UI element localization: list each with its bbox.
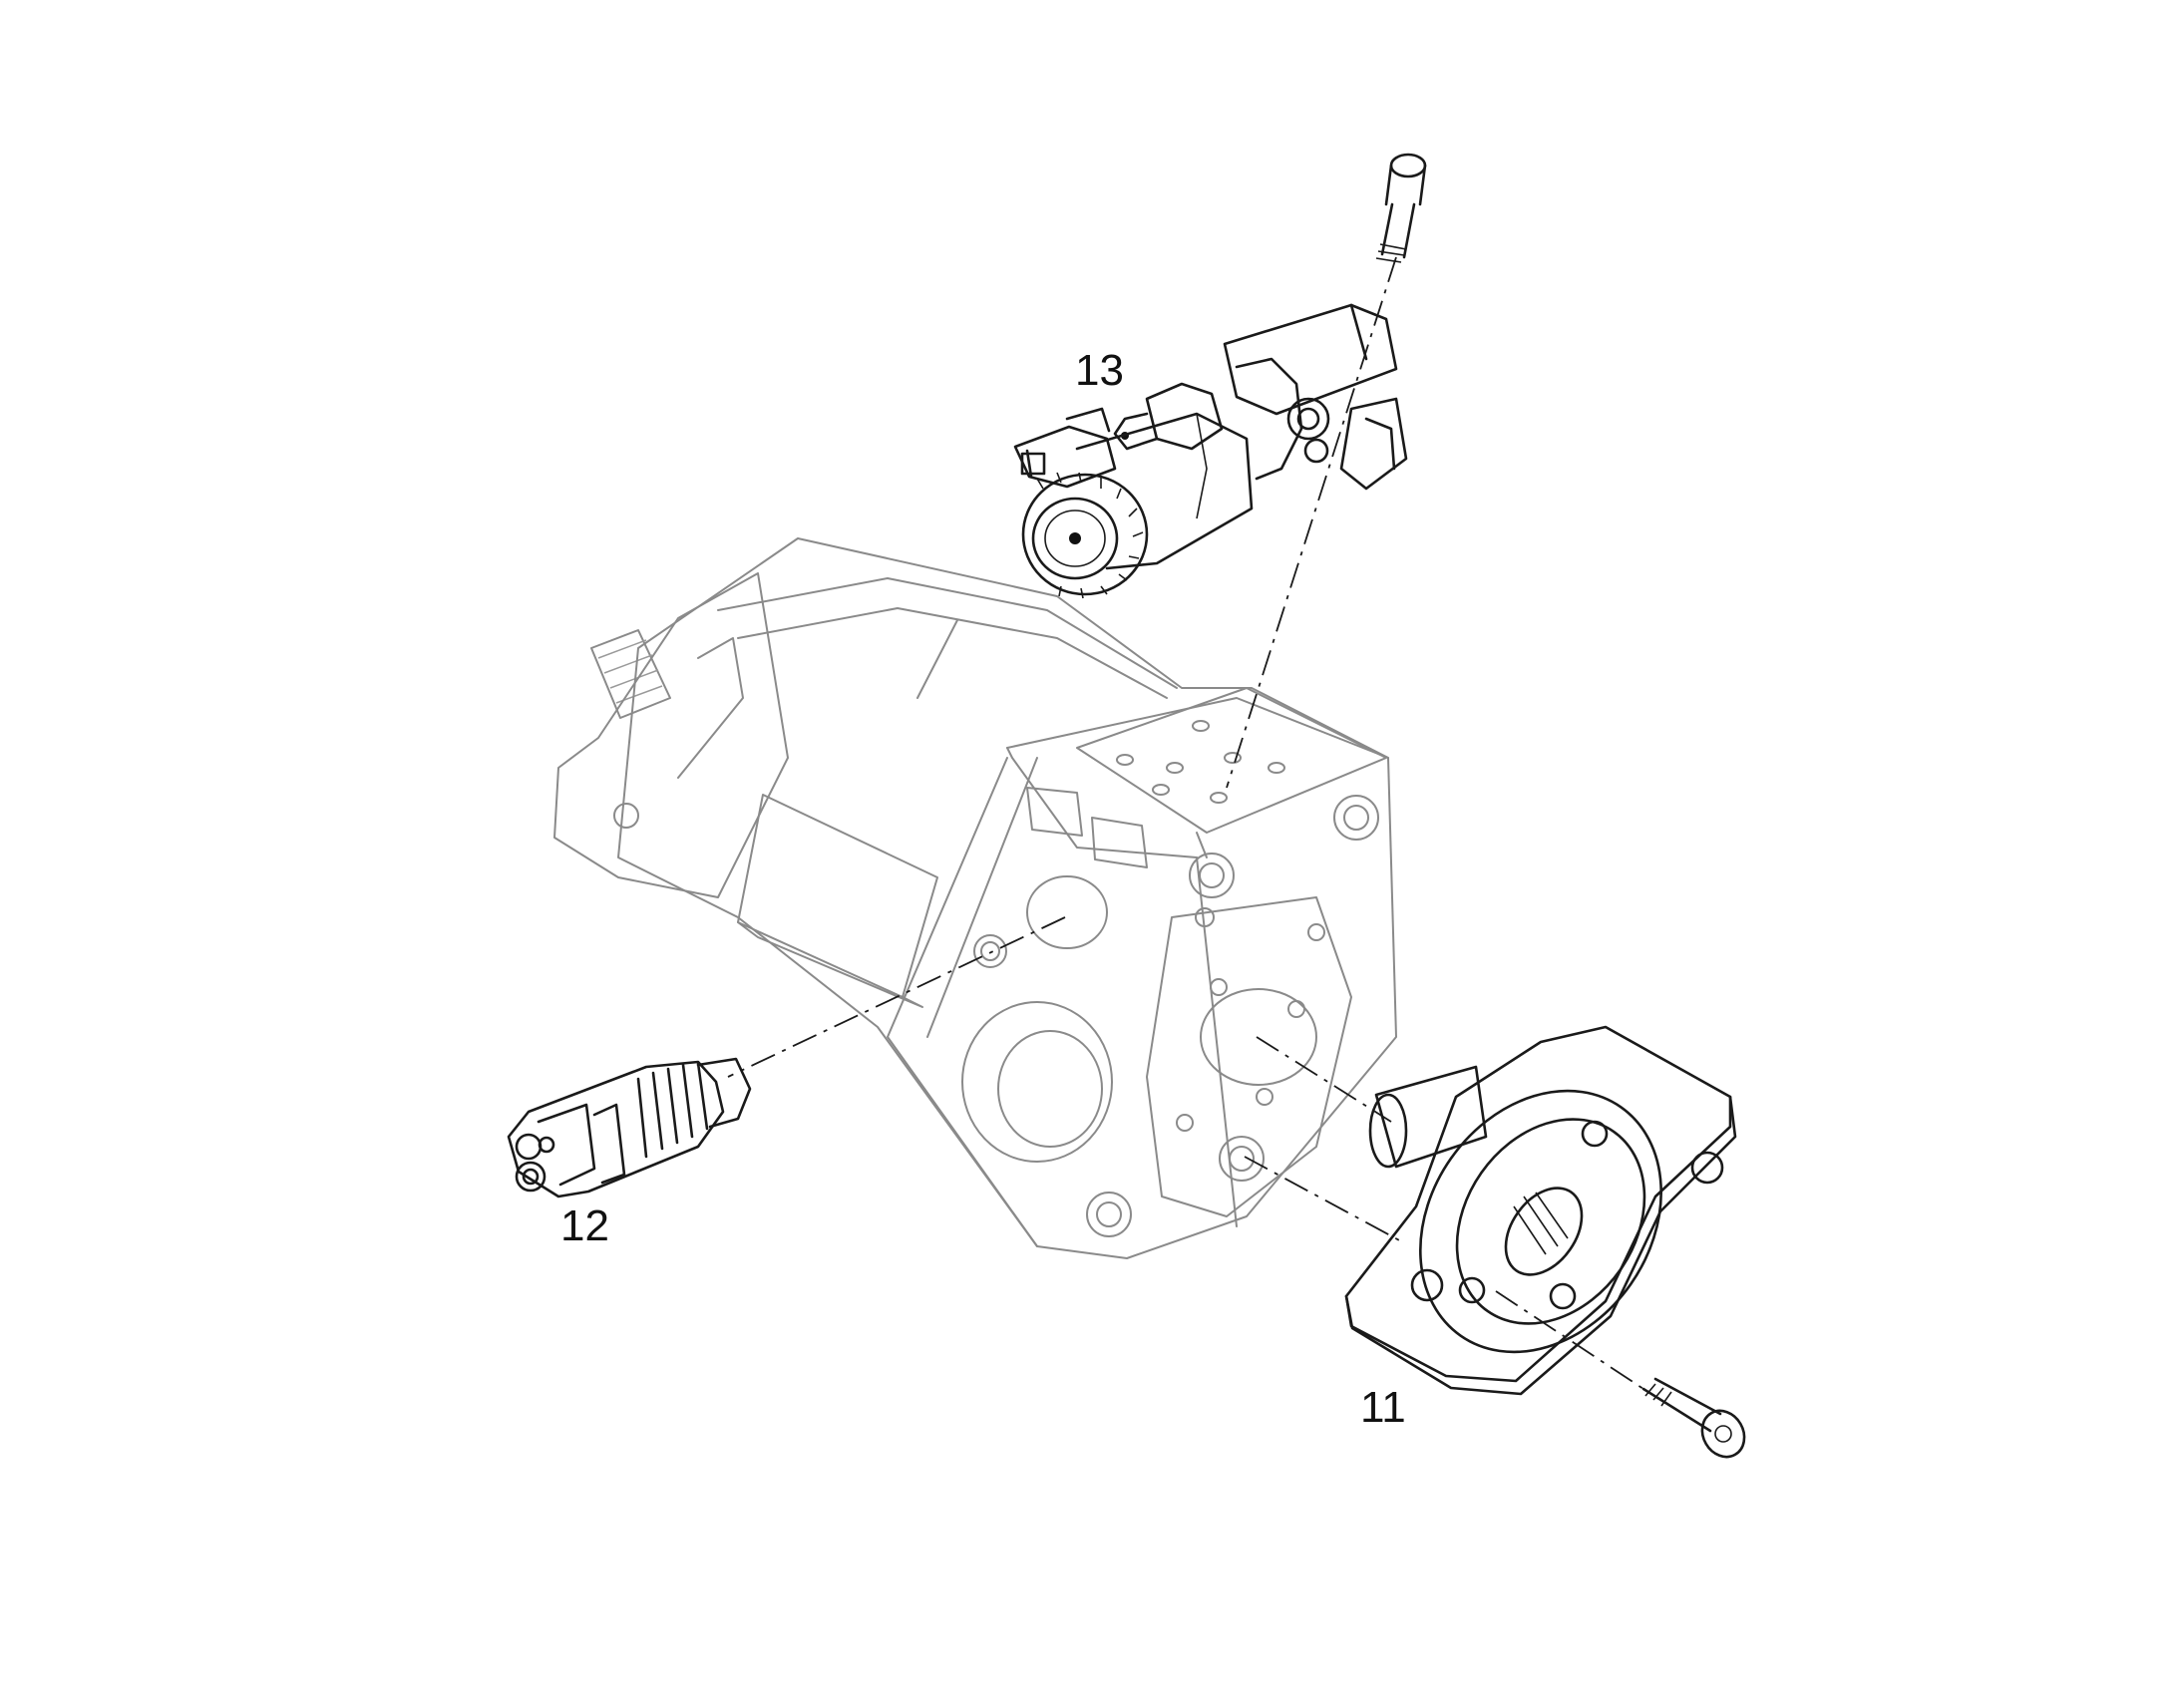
pump-housing bbox=[553, 537, 1397, 1259]
callout-13: 13 bbox=[1075, 346, 1124, 395]
adapter-flange-part-11 bbox=[1344, 1025, 1746, 1459]
assembly-axes bbox=[727, 256, 1644, 1390]
valve-bolt bbox=[1375, 153, 1427, 263]
port-holes bbox=[1116, 720, 1285, 804]
solenoid-valve-part-13 bbox=[1013, 153, 1427, 599]
coil-cap bbox=[1021, 472, 1149, 599]
flange-bolt bbox=[1641, 1377, 1746, 1459]
cartridge-valve-part-12 bbox=[507, 1057, 752, 1198]
electrical-plug bbox=[1013, 407, 1117, 489]
callout-11: 11 bbox=[1360, 1383, 1406, 1432]
housing-bolts bbox=[1086, 795, 1379, 1237]
drive-shaft bbox=[590, 629, 671, 719]
cartridge-rings bbox=[636, 1061, 709, 1159]
callout-12: 12 bbox=[560, 1201, 609, 1250]
